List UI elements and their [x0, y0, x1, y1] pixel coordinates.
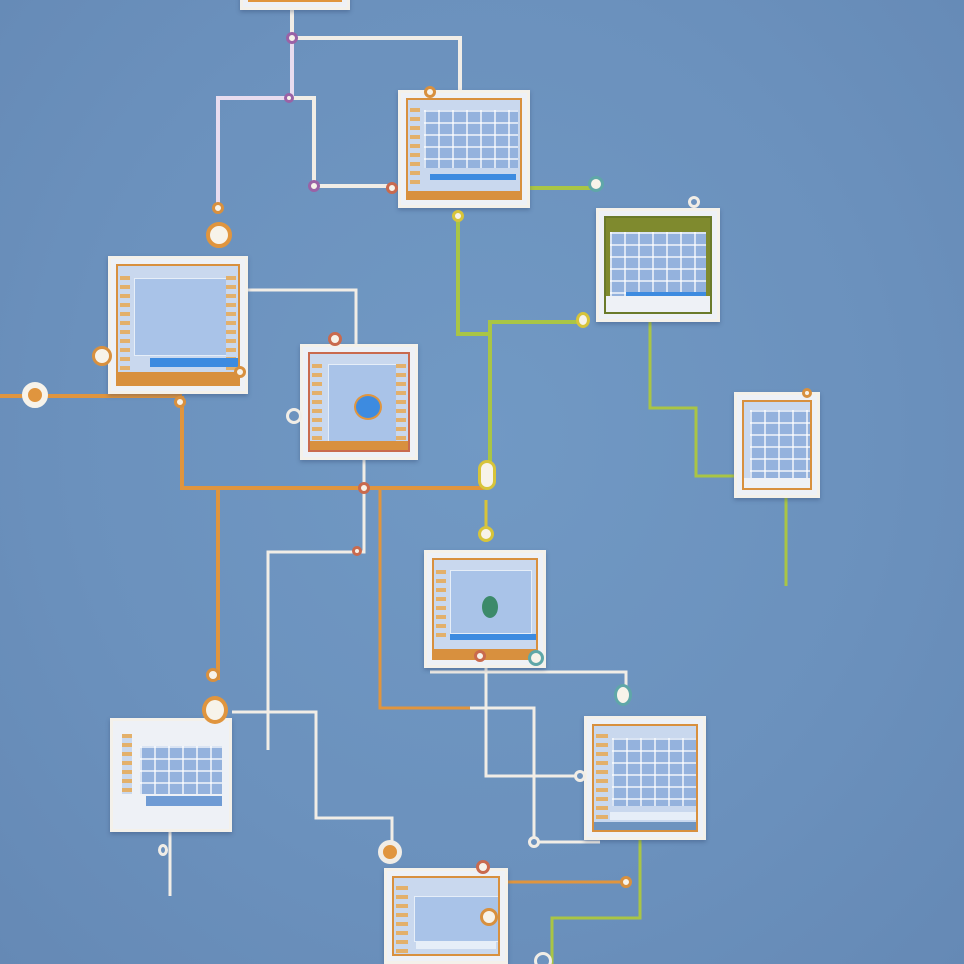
connector-port[interactable]	[212, 202, 224, 214]
connector-port[interactable]	[474, 650, 486, 662]
connector-port[interactable]	[478, 460, 496, 490]
connector-port[interactable]	[476, 860, 490, 874]
connector-port[interactable]	[158, 844, 168, 856]
connector-port[interactable]	[528, 836, 540, 848]
screen-node-7[interactable]	[110, 718, 232, 832]
connector-line	[456, 216, 582, 336]
connector-port[interactable]	[452, 210, 464, 222]
window-preview	[750, 410, 810, 482]
connector-line	[648, 320, 740, 478]
connector-port[interactable]	[22, 382, 48, 408]
window-preview	[424, 110, 518, 168]
screen-node-8[interactable]	[584, 716, 706, 840]
connector-port[interactable]	[534, 952, 552, 964]
connector-line	[180, 396, 484, 490]
connector-line	[470, 706, 600, 844]
connector-line	[378, 488, 470, 710]
connector-port[interactable]	[358, 482, 370, 494]
connector-port[interactable]	[328, 332, 342, 346]
connector-line	[232, 710, 394, 850]
connector-line	[216, 38, 294, 208]
window-preview	[610, 232, 706, 298]
connector-port[interactable]	[308, 180, 320, 192]
indicator-dot	[482, 596, 498, 618]
window-preview	[612, 738, 696, 806]
connector-port[interactable]	[480, 908, 498, 926]
screen-node-1[interactable]	[398, 90, 530, 208]
connector-port[interactable]	[588, 176, 604, 192]
connector-port[interactable]	[478, 526, 494, 542]
connector-port[interactable]	[92, 346, 112, 366]
connector-port[interactable]	[574, 770, 586, 782]
connector-port[interactable]	[424, 86, 436, 98]
connector-line	[266, 460, 366, 750]
connector-port[interactable]	[576, 312, 590, 328]
connector-port[interactable]	[386, 182, 398, 194]
connector-port[interactable]	[206, 668, 220, 682]
connector-line	[292, 96, 392, 188]
connector-port[interactable]	[528, 650, 544, 666]
indicator-dot	[354, 394, 382, 420]
screen-node-4[interactable]	[300, 344, 418, 460]
window-preview	[134, 278, 232, 356]
window-preview	[140, 746, 222, 794]
screen-node-5[interactable]	[734, 392, 820, 498]
connector-port[interactable]	[206, 222, 232, 248]
connector-port[interactable]	[352, 546, 362, 556]
screen-node-top[interactable]	[240, 0, 350, 10]
connector-line	[292, 36, 462, 92]
connector-port[interactable]	[284, 93, 294, 103]
connector-port[interactable]	[614, 684, 632, 706]
connector-port[interactable]	[202, 696, 228, 724]
screen-node-9[interactable]	[384, 868, 508, 964]
screen-node-6[interactable]	[424, 550, 546, 668]
connector-line	[550, 840, 642, 964]
connector-port[interactable]	[174, 396, 186, 408]
connector-line	[430, 670, 628, 696]
screen-node-2[interactable]	[596, 208, 720, 322]
connector-line	[484, 660, 588, 778]
connector-port[interactable]	[378, 840, 402, 864]
connector-port[interactable]	[620, 876, 632, 888]
connector-port[interactable]	[286, 408, 302, 424]
connector-port[interactable]	[286, 32, 298, 44]
connector-port[interactable]	[234, 366, 246, 378]
connector-port[interactable]	[802, 388, 812, 398]
connector-port[interactable]	[688, 196, 700, 208]
connector-line	[246, 288, 358, 344]
screen-node-3[interactable]	[108, 256, 248, 394]
